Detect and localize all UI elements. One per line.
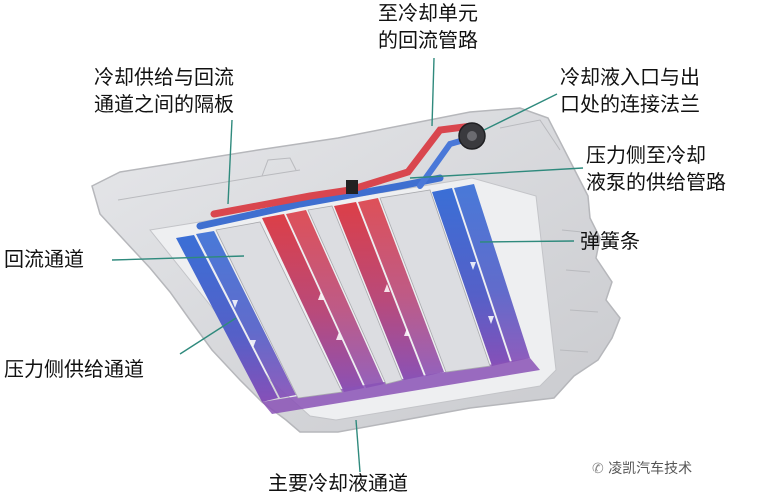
label-inlet-outlet-line2: 口处的连接法兰 — [560, 92, 700, 116]
housing-ribs — [117, 119, 599, 353]
label-return-pipe-line1: 至冷却单元 — [378, 1, 478, 25]
label-inlet-outlet: 冷却液入口与出 口处的连接法兰 — [560, 64, 700, 118]
label-partition-line2: 通道之间的隔板 — [94, 92, 234, 116]
collector-bottom — [262, 358, 540, 414]
channel-red-2 — [286, 210, 384, 388]
spring-strips — [215, 189, 491, 399]
wechat-icon: ✆ — [592, 461, 604, 477]
watermark: ✆ 凌凯汽车技术 — [592, 458, 692, 478]
connection-flange — [458, 122, 486, 150]
label-return-pipe-line2: 的回流管路 — [378, 28, 478, 52]
channel-blue-4 — [454, 184, 530, 362]
leader-return-pipe — [431, 57, 435, 127]
label-return-pipe: 至冷却单元 的回流管路 — [378, 0, 478, 54]
label-partition-line1: 冷却供给与回流 — [94, 65, 234, 89]
channel-red-4 — [358, 198, 444, 376]
watermark-text: 凌凯汽车技术 — [608, 461, 693, 477]
channel-blue-1 — [176, 235, 278, 402]
label-supply-pipe: 压力侧至冷却 液泵的供给管路 — [586, 142, 726, 196]
channel-red-3 — [334, 202, 424, 380]
label-pressure-supply-channel: 压力侧供给通道 — [4, 357, 144, 381]
channel-blue-2 — [196, 231, 296, 398]
return-manifold — [210, 122, 476, 218]
label-return-channel: 回流通道 — [4, 247, 84, 271]
label-inlet-outlet-line1: 冷却液入口与出 — [560, 65, 700, 89]
leader-main-channel — [355, 419, 361, 473]
label-supply-pipe-line2: 液泵的供给管路 — [586, 170, 726, 194]
leader-supply-pipe — [409, 167, 584, 179]
label-spring-strip: 弹簧条 — [580, 229, 640, 253]
leader-return-channel — [111, 255, 245, 261]
leader-inlet-outlet — [483, 93, 558, 131]
leader-lines — [111, 57, 584, 473]
channel-red-1 — [262, 214, 364, 392]
label-partition: 冷却供给与回流 通道之间的隔板 — [94, 64, 234, 118]
label-supply-pipe-line1: 压力侧至冷却 — [586, 143, 706, 167]
leader-pressure-supply — [179, 317, 237, 355]
cooling-channels — [176, 184, 540, 414]
flow-arrows — [232, 262, 494, 348]
label-main-channel: 主要冷却液通道 — [268, 471, 408, 495]
partition-block — [346, 180, 358, 194]
leader-spring-strip — [479, 240, 575, 243]
leader-partition — [227, 119, 233, 205]
